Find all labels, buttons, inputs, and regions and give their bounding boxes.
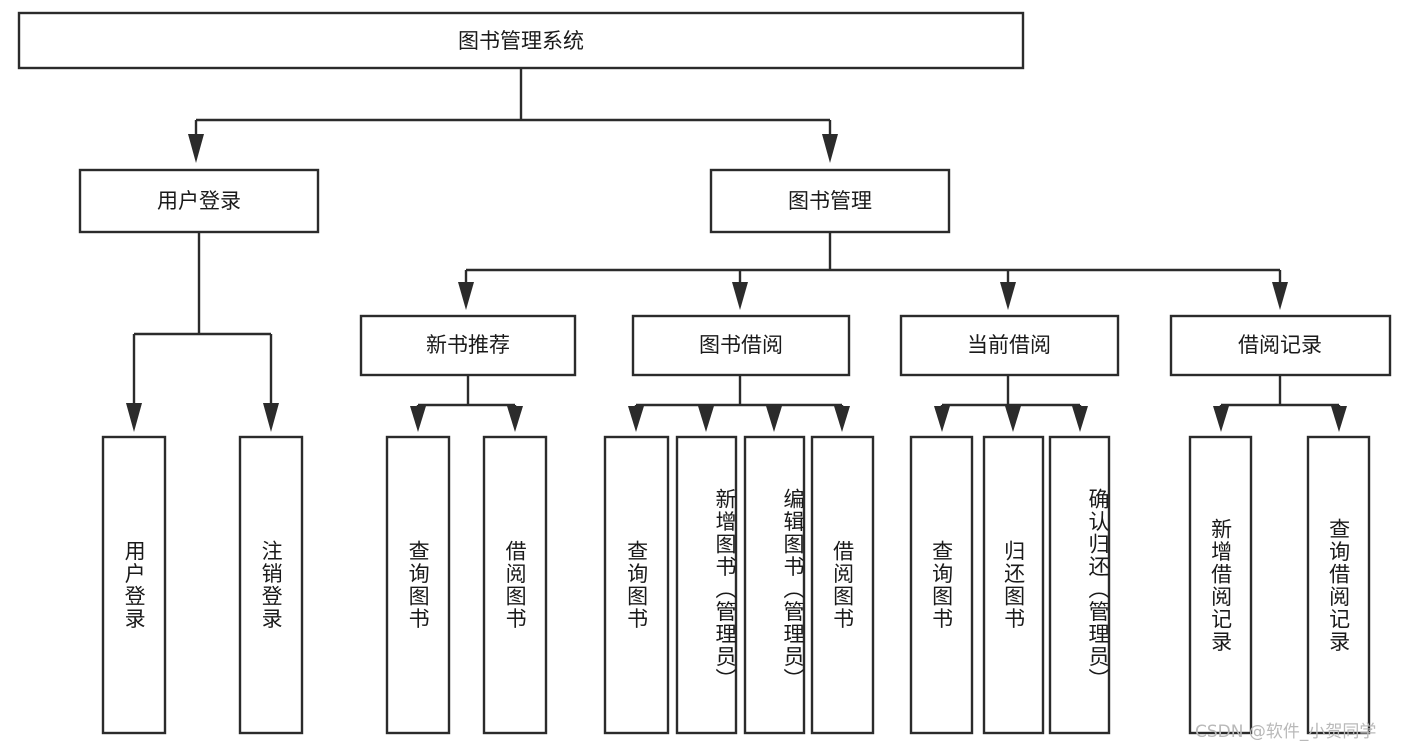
node-borrow-record-label: 借阅记录 — [1238, 333, 1322, 357]
connector-group-record-to-leaves — [1213, 375, 1347, 432]
leaf-box-query-book-2[interactable] — [603, 435, 670, 735]
connector-group-bookmgmt-to-level3 — [458, 232, 1288, 310]
node-borrow-record-box[interactable] — [1169, 314, 1392, 377]
node-root-label: 图书管理系统 — [458, 29, 584, 53]
node-book-borrow-label: 图书借阅 — [699, 333, 783, 357]
arrowhead-leaf-borrow-book-1 — [507, 406, 523, 432]
arrowhead-leaf-edit-book — [766, 406, 782, 432]
leaf-box-add-book-admin[interactable] — [675, 435, 738, 735]
connector-group-borrow-to-leaves — [628, 375, 850, 432]
connector-group-root-to-level2 — [188, 68, 838, 163]
arrowhead-leaf-query-book-2 — [628, 406, 644, 432]
leaf-box-query-book-1[interactable] — [385, 435, 451, 735]
node-book-management-box[interactable] — [709, 168, 951, 234]
arrowhead-to-new-book-recommend — [458, 282, 474, 310]
leaf-box-return-book[interactable] — [982, 435, 1045, 735]
arrowhead-leaf-query-book-1 — [410, 406, 426, 432]
connector-group-current-to-leaves — [934, 375, 1088, 432]
arrowhead-to-book-borrow — [732, 282, 748, 310]
node-root-box[interactable] — [17, 11, 1025, 70]
arrowhead-leaf-query-record — [1331, 406, 1347, 432]
node-book-borrow-box[interactable] — [631, 314, 851, 377]
arrowhead-leaf-logout-login — [263, 403, 279, 432]
arrowhead-leaf-add-record — [1213, 406, 1229, 432]
arrowhead-to-user-login — [188, 134, 204, 163]
arrowhead-leaf-add-book — [698, 406, 714, 432]
arrowhead-to-borrow-record — [1272, 282, 1288, 310]
node-book-management-label: 图书管理 — [788, 189, 872, 213]
leaf-box-query-borrow-record[interactable] — [1306, 435, 1371, 735]
connector-group-newbook-to-leaves — [410, 375, 523, 432]
leaf-box-borrow-book-1[interactable] — [482, 435, 548, 735]
arrowhead-leaf-return-book — [1005, 406, 1021, 432]
node-user-login-label: 用户登录 — [157, 189, 241, 213]
leaf-box-confirm-return-admin[interactable] — [1048, 435, 1111, 735]
leaf-box-edit-book-admin[interactable] — [743, 435, 806, 735]
node-current-borrow-box[interactable] — [899, 314, 1120, 377]
node-user-login-box[interactable] — [78, 168, 320, 234]
arrowhead-leaf-confirm-return — [1072, 406, 1088, 432]
arrowhead-leaf-user-login — [126, 403, 142, 432]
connector-group-login-to-leaves — [126, 232, 279, 432]
leaf-box-query-book-3[interactable] — [909, 435, 974, 735]
leaf-box-add-borrow-record[interactable] — [1188, 435, 1253, 735]
leaf-box-borrow-book-2[interactable] — [810, 435, 875, 735]
leaf-box-user-login[interactable] — [101, 435, 167, 735]
arrowhead-leaf-borrow-book-2 — [834, 406, 850, 432]
node-new-book-recommend-box[interactable] — [359, 314, 577, 377]
node-new-book-recommend-label: 新书推荐 — [426, 333, 510, 357]
arrowhead-to-current-borrow — [1000, 282, 1016, 310]
leaf-box-logout-login[interactable] — [238, 435, 304, 735]
arrowhead-leaf-query-book-3 — [934, 406, 950, 432]
arrowhead-to-book-management — [822, 134, 838, 163]
node-current-borrow-label: 当前借阅 — [967, 333, 1051, 357]
csdn-watermark: CSDN @软件_小贺同学 — [1195, 722, 1377, 742]
